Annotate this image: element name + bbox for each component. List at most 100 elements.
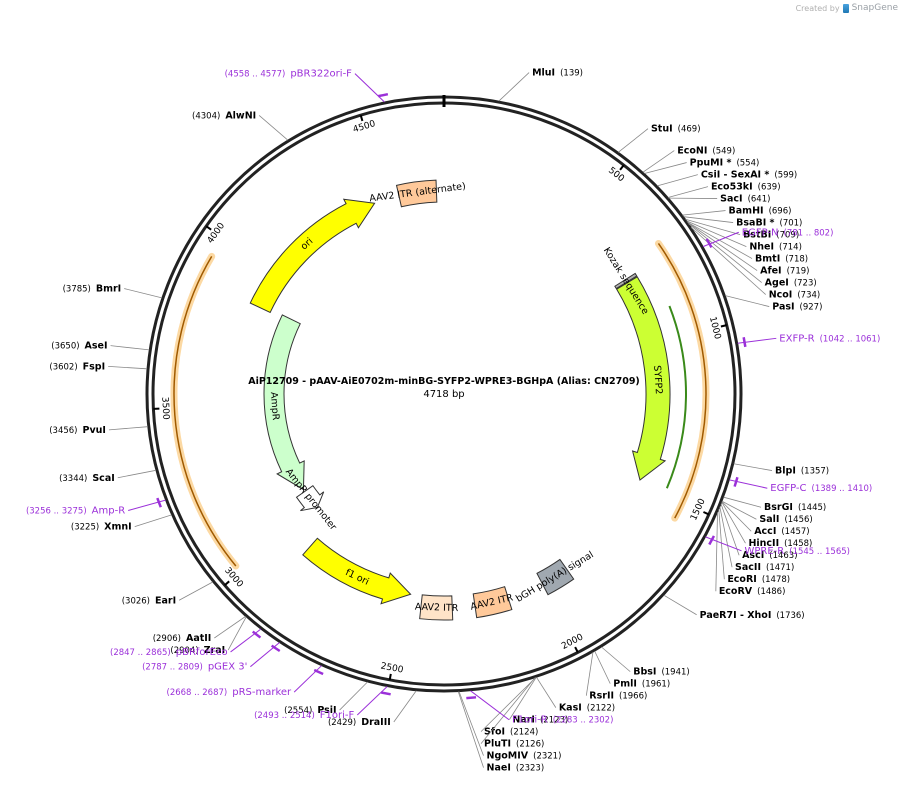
snapgene-credit: Created by SnapGene (796, 3, 898, 13)
primer-bind-mark (156, 497, 162, 508)
site-position: (3785) (63, 285, 91, 295)
site-position: (1486) (757, 587, 785, 597)
site-leader-line (227, 616, 247, 651)
primer-range: (2283 .. 2302) (553, 716, 614, 726)
site-label: (2554)PsiI (284, 705, 337, 716)
primer-label: (2787 .. 2809)pGEX 3' (142, 662, 247, 673)
site-name: BmrI (96, 284, 121, 295)
plasmid-length: 4718 bp (423, 389, 464, 400)
site-label: (3344) ScaI (59, 473, 115, 484)
site-position: (1966) (619, 692, 647, 702)
site-name: ScaI (92, 473, 114, 484)
site-position: (2123) (540, 716, 568, 726)
site-leader-line (721, 501, 752, 532)
feature-label: bGH poly(A) signal (514, 549, 596, 604)
site-position: (718) (785, 255, 808, 265)
site-label: NarI(2123) (512, 715, 568, 726)
scale-tick-mark (574, 646, 579, 653)
site-label: SfoI(2124) (484, 727, 538, 738)
site-position: (1941) (661, 668, 689, 678)
feature-f1-ori (302, 537, 412, 605)
site-position: (1457) (781, 527, 809, 537)
site-label: Eco53kI(639) (711, 182, 781, 193)
site-name: BmtI (755, 254, 780, 265)
site-leader-line (663, 594, 697, 616)
site-position: (2126) (516, 740, 544, 750)
site-label: BmtI (718) (755, 254, 808, 265)
feature-aav2-itr (419, 594, 454, 621)
primer-range: (1389 .. 1410) (812, 484, 873, 494)
primer-label: (2847 .. 2865)pBRforEco (110, 647, 228, 658)
primer-leader-line (356, 686, 388, 716)
site-position: (714) (779, 243, 802, 253)
site-position: (2321) (533, 752, 561, 762)
site-label: (3225)XmnI (71, 522, 132, 533)
site-leader-line (457, 691, 484, 768)
site-name: FspI (83, 361, 105, 372)
site-position: (709) (776, 231, 799, 241)
feature-aav2-itr (472, 586, 513, 619)
primer-label: (4558 .. 4577)pBR322ori-F (225, 69, 353, 80)
site-name: SalI (759, 514, 779, 525)
site-name: AscI (742, 550, 764, 561)
site-label: (3456)PvuI (49, 425, 106, 436)
primer-label: F1ori-R(2283 .. 2302) (512, 715, 613, 726)
primer-range: (2787 .. 2809) (142, 663, 203, 673)
site-name: PsiI (317, 705, 336, 716)
site-position: (2904) (170, 646, 198, 656)
scale-tick-label: 4500 (352, 119, 377, 135)
inner-region-line (657, 243, 707, 519)
primer-range: (4558 .. 4577) (225, 70, 286, 80)
site-leader-line (720, 503, 740, 556)
site-position: (3650) (51, 342, 79, 352)
site-label: PasI(927) (772, 302, 822, 313)
site-position: (3225) (71, 523, 99, 533)
site-position: (2124) (510, 728, 538, 738)
site-leader-line (686, 220, 747, 247)
site-leader-line (688, 223, 762, 283)
feature-ampr-promoter (295, 485, 325, 512)
feature-label: AmpR (268, 392, 281, 421)
site-leader-line (721, 501, 746, 544)
site-leader-line (719, 506, 733, 568)
primer-name: EGFP-N (742, 227, 779, 238)
restriction-sites: MluI(139)StuI(469)EcoNI(549)PpuMI *(554)… (49, 68, 829, 774)
primer-leader-line (470, 690, 510, 721)
site-name: PmlI (613, 679, 637, 690)
site-leader-line (108, 426, 148, 431)
site-position: (927) (800, 303, 823, 313)
site-label: BbsI(1941) (633, 667, 690, 678)
site-name: Eco53kI (711, 182, 753, 193)
site-name: PluTI (484, 739, 511, 750)
site-leader-line (687, 222, 758, 271)
primer-range: (1042 .. 1061) (820, 334, 881, 344)
site-name: AgeI (765, 278, 789, 289)
site-position: (469) (678, 125, 701, 135)
primer-label: (2493 .. 2514)F1ori-F (254, 710, 354, 721)
feature-label: SYFP2 (651, 365, 664, 395)
snapgene-logo-icon (842, 3, 849, 13)
primer-label: WPRE-R(1545 .. 1565) (745, 546, 850, 557)
site-label: BstBI(709) (743, 230, 799, 241)
site-leader-line (498, 72, 530, 102)
site-leader-line (117, 469, 157, 479)
site-label: PaeR7I - XhoI(1736) (700, 610, 805, 621)
primer-bind-mark (270, 644, 281, 653)
site-position: (2323) (516, 764, 544, 774)
site-label: (2906) AatII (153, 633, 212, 644)
site-name: EcoRV (719, 586, 753, 597)
scale-tick-label: 2500 (380, 662, 405, 676)
site-label: (3026)EarI (122, 595, 176, 606)
site-label: NgoMIV(2321) (487, 751, 562, 762)
site-position: (3344) (59, 474, 87, 484)
site-label: AfeI(719) (760, 266, 809, 277)
site-name: SacI (720, 194, 742, 205)
site-position: (1463) (769, 551, 797, 561)
site-name: AatII (186, 633, 211, 644)
site-leader-line (594, 650, 611, 684)
site-label: AgeI(723) (765, 278, 817, 289)
site-position: (549) (712, 147, 735, 157)
site-position: (2906) (153, 634, 181, 644)
